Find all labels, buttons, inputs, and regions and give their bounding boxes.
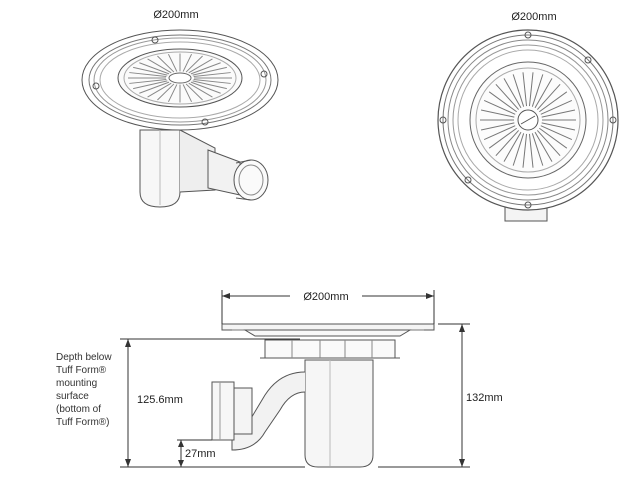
grate-slot [185, 83, 203, 101]
grate-slot [480, 109, 515, 118]
note-line: (bottom of [56, 404, 101, 415]
grate-slot [147, 58, 172, 74]
grate-slot [192, 80, 227, 90]
grate-slot [157, 55, 175, 73]
side-collar [264, 339, 396, 359]
grate-slot [139, 81, 170, 94]
grate-slot [528, 133, 534, 168]
grate-slot [188, 82, 213, 98]
screw-hole [609, 116, 617, 124]
grate-slot [503, 131, 522, 162]
outlet-height-label: 27mm [185, 448, 216, 460]
grate-slot [147, 82, 172, 98]
grate-slot [534, 78, 553, 109]
note-line: Tuff Form® [56, 365, 107, 376]
grate-slot [536, 130, 561, 157]
grate-slot [534, 131, 553, 162]
grate-slot [129, 72, 167, 78]
side-flange [221, 323, 435, 331]
perspective-dia-label: Ø200mm [153, 9, 198, 21]
grate-slot [182, 53, 193, 72]
grate-slot [133, 66, 168, 76]
note-line: Tuff Form®) [56, 417, 109, 428]
grate-slot [522, 72, 528, 107]
grate-slot [541, 122, 576, 131]
grate-slot [488, 127, 517, 149]
grate-slot [540, 125, 573, 140]
grate-slot [488, 91, 517, 113]
grate-slot [495, 130, 520, 157]
side-view [211, 323, 435, 468]
dim-outlet-height [177, 439, 212, 467]
grate-slot [541, 109, 576, 118]
screw-hole [151, 36, 159, 44]
grate-slot [133, 80, 168, 90]
note-line: surface [56, 391, 89, 402]
note-line: mounting [56, 378, 97, 389]
grate-slot [512, 74, 525, 107]
depth-note: Depth below Tuff Form® mounting surface … [56, 352, 112, 428]
grate-slot [522, 133, 528, 168]
depth-label: 125.6mm [137, 394, 183, 406]
dim-depth [120, 338, 305, 468]
grate-slot [190, 62, 221, 75]
grate-slot [192, 66, 227, 76]
grate-slot [539, 127, 568, 149]
screw-hole [524, 31, 532, 39]
top-dia-label: Ø200mm [511, 11, 556, 23]
grate-slot [536, 83, 561, 110]
grate-slot [129, 78, 167, 84]
side-outlet [211, 381, 235, 441]
screw-hole [524, 201, 532, 209]
grate-slot [512, 133, 525, 166]
perspective-view [81, 29, 279, 208]
dim-total-height [378, 323, 470, 468]
dim-side-diameter [221, 290, 435, 324]
note-line: Depth below [56, 352, 112, 363]
grate-slot [483, 100, 516, 115]
grate-spokes [128, 53, 232, 103]
screw-hole [260, 70, 268, 78]
grate-slot [193, 72, 231, 78]
grate-slot [167, 53, 178, 72]
grate-slot [540, 100, 573, 115]
top-view [437, 29, 619, 222]
screw-hole [201, 118, 209, 126]
grate-slot [483, 125, 516, 140]
side-dia-label: Ø200mm [303, 291, 348, 303]
screw-hole [464, 176, 472, 184]
grate-slot [185, 55, 203, 73]
grate-slot [182, 84, 193, 103]
grate-slot [495, 83, 520, 110]
grate-slot [539, 91, 568, 113]
screw-hole [439, 116, 447, 124]
grate-slot [503, 78, 522, 109]
grate-slot [188, 58, 213, 74]
grate-slot [167, 84, 178, 103]
grate-slot [139, 62, 170, 75]
screw-hole [92, 82, 100, 90]
total-height-label: 132mm [466, 392, 503, 404]
screw-hole [584, 56, 592, 64]
side-body [304, 359, 374, 468]
grate-slot [157, 83, 175, 101]
grate-slot [480, 122, 515, 131]
grate-slot [190, 81, 221, 94]
grate-spokes [480, 72, 576, 168]
grate-slot [531, 133, 544, 166]
grate-slot [528, 72, 534, 107]
grate-slot [193, 78, 231, 84]
grate-slot [531, 74, 544, 107]
